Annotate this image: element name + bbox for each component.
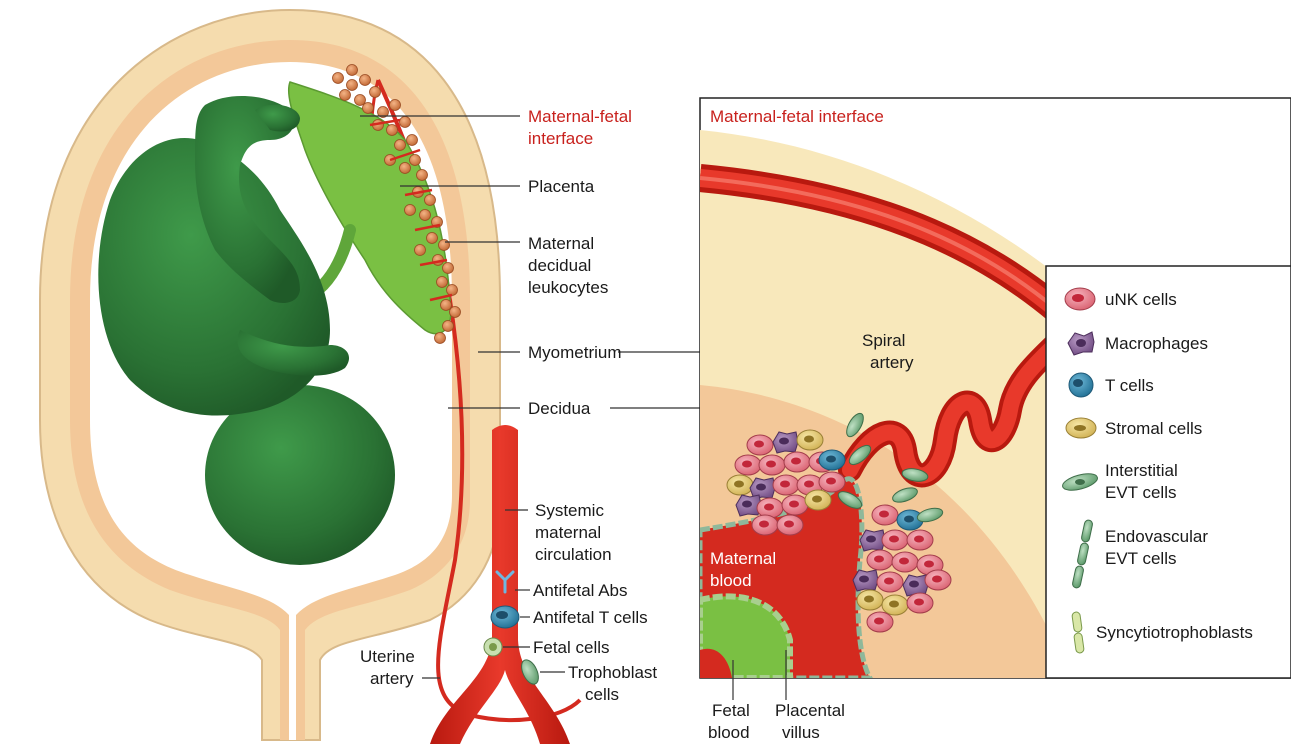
- label-uterine-artery-2: artery: [370, 668, 413, 690]
- pink-cell: [784, 452, 810, 472]
- label-maternal-blood-1: Maternal: [710, 548, 776, 570]
- unk-cell-icon: [1065, 288, 1095, 310]
- leukocyte-dot: [425, 195, 436, 206]
- leukocyte-dot: [439, 240, 450, 251]
- legend-label-unk: uNK cells: [1105, 289, 1177, 311]
- purple-cell: [853, 570, 878, 591]
- label-maternal-fetal-interface-1: Maternal-fetal: [528, 106, 632, 128]
- leukocyte-dot: [417, 170, 428, 181]
- label-trophoblast-2: cells: [585, 684, 619, 706]
- pink-cell: [819, 472, 845, 492]
- yellow-cell: [727, 475, 753, 495]
- label-decidual-leukocytes-2: decidual: [528, 255, 591, 277]
- leukocyte-dot: [347, 65, 358, 76]
- leukocyte-dot: [415, 245, 426, 256]
- yellow-cell: [797, 430, 823, 450]
- leukocyte-dot: [447, 285, 458, 296]
- purple-cell: [773, 432, 798, 453]
- pink-cell: [892, 552, 918, 572]
- leukocyte-dot: [387, 125, 398, 136]
- leukocyte-dot: [390, 100, 401, 111]
- legend-label-endovascular-1: Endovascular: [1105, 526, 1208, 548]
- leukocyte-dot: [360, 75, 371, 86]
- leukocyte-dot: [450, 307, 461, 318]
- pink-cell: [907, 530, 933, 550]
- legend-label-stromal: Stromal cells: [1105, 418, 1202, 440]
- leukocyte-dot: [443, 321, 454, 332]
- pink-cell: [925, 570, 951, 590]
- pink-cell: [867, 550, 893, 570]
- legend-label-macrophages: Macrophages: [1105, 333, 1208, 355]
- legend-label-syncytiotrophoblasts: Syncytiotrophoblasts: [1096, 622, 1253, 644]
- leukocyte-dot: [347, 80, 358, 91]
- label-fetal-blood-2: blood: [708, 722, 750, 744]
- legend-label-interstitial-1: Interstitial: [1105, 460, 1178, 482]
- label-trophoblast-1: Trophoblast: [568, 662, 657, 684]
- label-spiral-artery-1: Spiral: [862, 330, 905, 352]
- leukocyte-dot: [363, 103, 374, 114]
- leukocyte-dot: [437, 277, 448, 288]
- leukocyte-dot: [441, 300, 452, 311]
- pink-cell: [773, 475, 799, 495]
- pink-cell: [735, 455, 761, 475]
- label-maternal-fetal-interface-2: interface: [528, 128, 593, 150]
- legend-label-t-cells: T cells: [1105, 375, 1154, 397]
- label-decidual-leukocytes-1: Maternal: [528, 233, 594, 255]
- pink-cell: [777, 515, 803, 535]
- label-myometrium: Myometrium: [528, 342, 622, 364]
- leukocyte-dot: [400, 117, 411, 128]
- label-systemic-3: circulation: [535, 544, 612, 566]
- label-placental-villus-2: villus: [782, 722, 820, 744]
- leukocyte-dot: [443, 263, 454, 274]
- antifetal-t-cell-icon: [491, 606, 519, 628]
- label-antifetal-abs: Antifetal Abs: [533, 580, 628, 602]
- legend-label-endovascular-2: EVT cells: [1105, 548, 1177, 570]
- leukocyte-dot: [340, 90, 351, 101]
- label-spiral-artery-2: artery: [870, 352, 913, 374]
- label-systemic-1: Systemic: [535, 500, 604, 522]
- t-cell-icon: [1069, 373, 1093, 397]
- label-fetal-cells: Fetal cells: [533, 637, 610, 659]
- pink-cell: [872, 505, 898, 525]
- pink-cell: [759, 455, 785, 475]
- stromal-cell-icon: [1066, 418, 1096, 438]
- label-maternal-blood-2: blood: [710, 570, 752, 592]
- label-uterine-artery-1: Uterine: [360, 646, 415, 668]
- pink-cell: [877, 572, 903, 592]
- label-decidua: Decidua: [528, 398, 590, 420]
- blue-cell: [819, 450, 845, 470]
- label-systemic-2: maternal: [535, 522, 601, 544]
- leukocyte-dot: [435, 333, 446, 344]
- legend-label-interstitial-2: EVT cells: [1105, 482, 1177, 504]
- label-placenta: Placenta: [528, 176, 594, 198]
- pink-cell: [782, 495, 808, 515]
- pink-cell: [907, 593, 933, 613]
- fetal-cell-icon: [484, 638, 502, 656]
- inset-title: Maternal-fetal interface: [710, 106, 884, 128]
- yellow-cell: [805, 490, 831, 510]
- label-placental-villus-1: Placental: [775, 700, 845, 722]
- leukocyte-dot: [333, 73, 344, 84]
- yellow-cell: [882, 595, 908, 615]
- leukocyte-dot: [405, 205, 416, 216]
- leukocyte-dot: [427, 233, 438, 244]
- label-antifetal-t-cells: Antifetal T cells: [533, 607, 648, 629]
- purple-cell: [860, 530, 885, 551]
- leukocyte-dot: [400, 163, 411, 174]
- label-decidual-leukocytes-3: leukocytes: [528, 277, 608, 299]
- pink-cell: [882, 530, 908, 550]
- yellow-cell: [857, 590, 883, 610]
- pink-cell: [752, 515, 778, 535]
- pink-cell: [867, 612, 893, 632]
- leukocyte-dot: [395, 140, 406, 151]
- leukocyte-dot: [370, 87, 381, 98]
- leukocyte-dot: [407, 135, 418, 146]
- pink-cell: [747, 435, 773, 455]
- purple-cell: [903, 575, 928, 596]
- leukocyte-dot: [410, 155, 421, 166]
- leukocyte-dot: [420, 210, 431, 221]
- label-fetal-blood-1: Fetal: [712, 700, 750, 722]
